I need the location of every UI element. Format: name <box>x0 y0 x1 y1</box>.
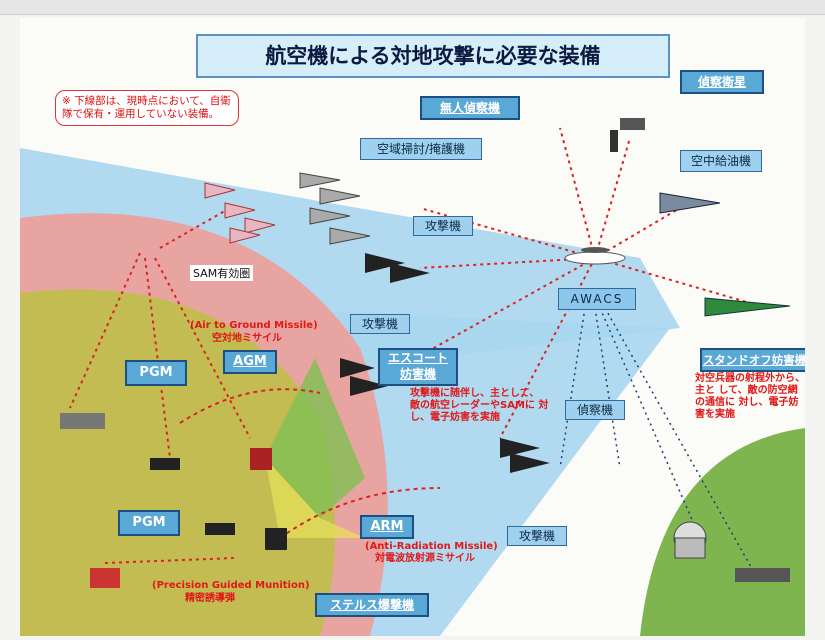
stealth-bomber-label: ステルス爆撃機 <box>315 593 429 617</box>
radar-dome <box>673 521 707 559</box>
radar-cone <box>265 358 365 518</box>
fighter-jets <box>340 253 550 473</box>
agm-english: (Air to Ground Missile) <box>190 320 318 331</box>
air-sweep-label: 空域掃討/掩護機 <box>360 138 482 160</box>
arm-japanese: 対電波放射源ミサイル <box>375 553 475 564</box>
pgm-japanese: 精密誘導弾 <box>185 593 235 604</box>
pgm-label-2: PGM <box>118 510 180 536</box>
attack-aircraft-label-2: 攻撃機 <box>350 314 410 334</box>
sweep-jets <box>299 172 371 245</box>
red-jets <box>204 182 276 244</box>
building-right <box>735 568 790 582</box>
sam-launchers <box>150 448 287 550</box>
escort-description: 攻撃機に随伴し、主として、 敵の航空レーダーやSAMに 対し、電子妨害を実施 <box>410 388 549 423</box>
awacs-aircraft <box>564 247 626 265</box>
pgm-label-1: PGM <box>125 360 187 386</box>
sam-zone-label: SAM有効圏 <box>190 265 254 281</box>
escort-jammer-label: エスコート 妨害機 <box>378 348 458 386</box>
attack-aircraft-label-3: 攻撃機 <box>507 526 567 546</box>
recon-satellite-label: 偵察衛星 <box>680 70 764 94</box>
right-hill <box>640 428 805 636</box>
viewer-top-bar <box>0 0 825 15</box>
agm-japanese: 空対地ミサイル <box>212 333 282 344</box>
diagram-paper: 航空機による対地攻撃に必要な装備 ※ 下線部は、現時点において、自衛隊で保有・運… <box>20 18 805 636</box>
recon-aircraft-label: 偵察機 <box>565 400 625 420</box>
building-left <box>60 413 105 429</box>
unmanned-recon-label: 無人偵察機 <box>420 96 520 120</box>
tanker-aircraft <box>659 192 721 214</box>
arm-english: (Anti-Radiation Missile) <box>365 541 498 552</box>
missile-launcher <box>90 568 120 588</box>
sam-links <box>69 207 251 564</box>
page-title: 航空機による対地攻撃に必要な装備 <box>196 34 670 78</box>
agm-label: AGM <box>223 350 277 374</box>
satellite-icon <box>610 118 645 152</box>
note-box: ※ 下線部は、現時点において、自衛隊で保有・運用していない装備。 <box>55 90 239 126</box>
radar-cone-yellow <box>265 458 365 538</box>
standoff-jammer-aircraft <box>704 297 791 317</box>
awacs-label: AWACS <box>558 288 636 310</box>
diagram-background <box>20 118 805 636</box>
pgm-english: (Precision Guided Munition) <box>152 580 310 591</box>
attack-aircraft-label-1: 攻撃機 <box>413 216 473 236</box>
standoff-description: 対空兵器の射程外から、主と して、敵の防空網の通信に 対し、電子妨害を実施 <box>695 373 805 420</box>
tanker-label: 空中給油機 <box>680 150 762 172</box>
arm-label: ARM <box>360 515 414 539</box>
agm-trail <box>179 388 321 424</box>
standoff-jammer-label: スタンドオフ妨害機 <box>700 348 805 372</box>
awacs-blue-links <box>559 307 761 584</box>
